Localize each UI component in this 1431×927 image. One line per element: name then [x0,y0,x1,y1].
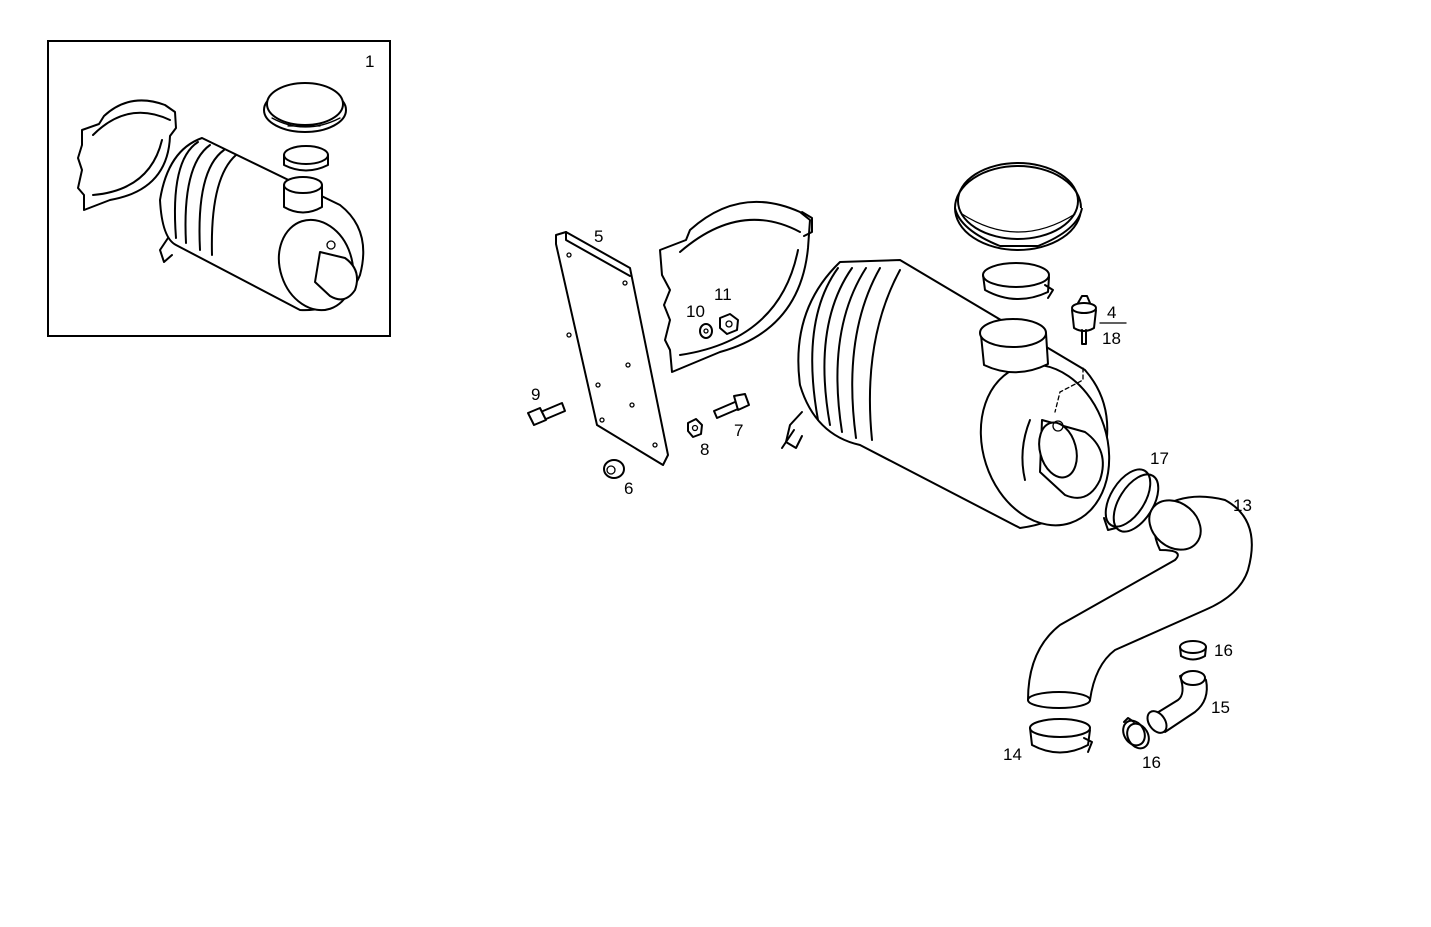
hose-clamp-14: 14 [1003,718,1093,764]
bolt-7: 7 [713,393,750,440]
callout-14: 14 [1003,745,1022,764]
inset-bracket [77,99,177,211]
restriction-indicator: 4 18 [1071,295,1127,348]
assembly-inset: 1 [47,40,391,337]
callout-13: 13 [1233,496,1252,515]
callout-1: 1 [365,52,374,71]
inset-hose-clamp [283,145,329,172]
callout-9: 9 [531,385,540,404]
breather-hose-15: 15 [1146,670,1230,734]
inset-canister [159,137,365,312]
inset-rain-cap [263,82,347,133]
nut-8: 8 [687,418,709,459]
nut-11: 11 [714,285,739,335]
callout-11: 11 [714,285,732,304]
inlet-stub [979,318,1049,374]
mounting-bracket [659,201,813,373]
hose-clamp-top [982,262,1054,301]
callout-5: 5 [594,227,603,246]
callout-16-upper: 16 [1214,641,1233,660]
callout-15: 15 [1211,698,1230,717]
hose-clamp-16-upper: 16 [1179,640,1233,661]
callout-17: 17 [1150,449,1169,468]
callout-16-lower: 16 [1142,753,1161,772]
callout-10: 10 [686,302,705,321]
mounting-plate: 5 [555,227,669,466]
washer-10: 10 [686,302,713,339]
bolt-9: 9 [527,385,566,426]
callout-8: 8 [700,440,709,459]
hose-clamp-16-lower: 16 [1122,717,1161,772]
callout-4: 4 [1107,303,1116,322]
callout-7: 7 [734,421,743,440]
air-filter-housing [781,259,1111,529]
intake-hose-13: 13 [1027,495,1253,709]
inset-inlet-stub [283,176,323,214]
spacer-6: 6 [603,459,633,498]
callout-6: 6 [624,479,633,498]
rain-cap [954,162,1083,251]
callout-18: 18 [1102,329,1121,348]
